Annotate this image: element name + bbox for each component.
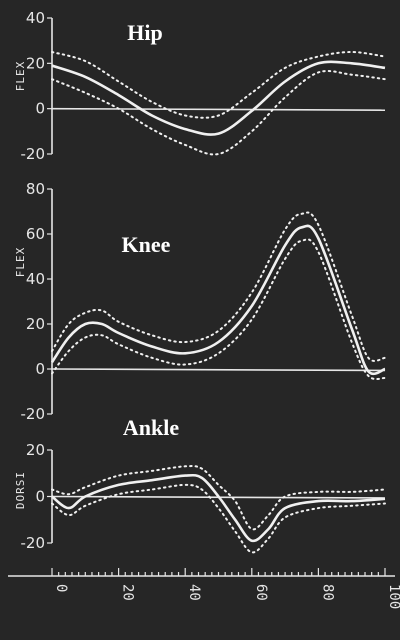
x-tick-label: 100 (386, 584, 400, 609)
knee-y-tick-label: 20 (26, 315, 45, 333)
hip-panel: 40 20 0 -20 FLEX Hip (14, 9, 386, 163)
ankle-y-tick-label: -20 (21, 534, 46, 552)
knee-panel: 80 60 40 20 0 -20 FLEX Knee (14, 180, 386, 423)
knee-y-tick-label: -20 (21, 405, 46, 423)
ankle-lower-curve (51, 483, 386, 554)
hip-upper-curve (51, 50, 386, 119)
hip-title: Hip (127, 20, 162, 45)
knee-mean-curve (50, 224, 386, 376)
ankle-y-axis-label: DORSI (14, 471, 27, 509)
hip-lower-curve (51, 69, 386, 156)
knee-y-tick-label: 80 (26, 180, 45, 198)
hip-y-tick-label: 0 (35, 100, 45, 118)
ankle-mean-curve (51, 473, 386, 543)
knee-y-axis-label: FLEX (14, 247, 27, 278)
ankle-y-tick-label: 0 (35, 488, 45, 506)
hip-mean-curve (51, 60, 386, 136)
ankle-title: Ankle (123, 415, 179, 440)
x-tick-label: 60 (253, 584, 269, 601)
knee-lower-curve (51, 238, 386, 381)
hip-y-axis-label: FLEX (14, 61, 27, 92)
x-axis: 0 20 40 60 80 100 (8, 568, 400, 609)
ankle-upper-curve (51, 465, 386, 531)
hip-y-tick-label: 40 (26, 9, 45, 27)
x-tick-label: 40 (186, 584, 202, 601)
hip-zero-line (51, 107, 386, 111)
hip-y-tick-label: 20 (26, 54, 45, 72)
knee-y-tick-label: 0 (35, 360, 45, 378)
knee-y-tick-label: 60 (26, 225, 45, 243)
knee-zero-line (51, 368, 386, 372)
hip-y-tick-label: -20 (21, 145, 46, 163)
ankle-y-tick-label: 20 (26, 441, 45, 459)
x-tick-label: 20 (120, 584, 136, 601)
x-tick-label: 80 (319, 584, 335, 601)
knee-title: Knee (122, 232, 171, 257)
x-tick-label: 0 (53, 584, 69, 592)
ankle-panel: 20 0 -20 DORSI Ankle (14, 415, 386, 554)
knee-upper-curve (51, 211, 386, 362)
knee-y-tick-label: 40 (26, 270, 45, 288)
